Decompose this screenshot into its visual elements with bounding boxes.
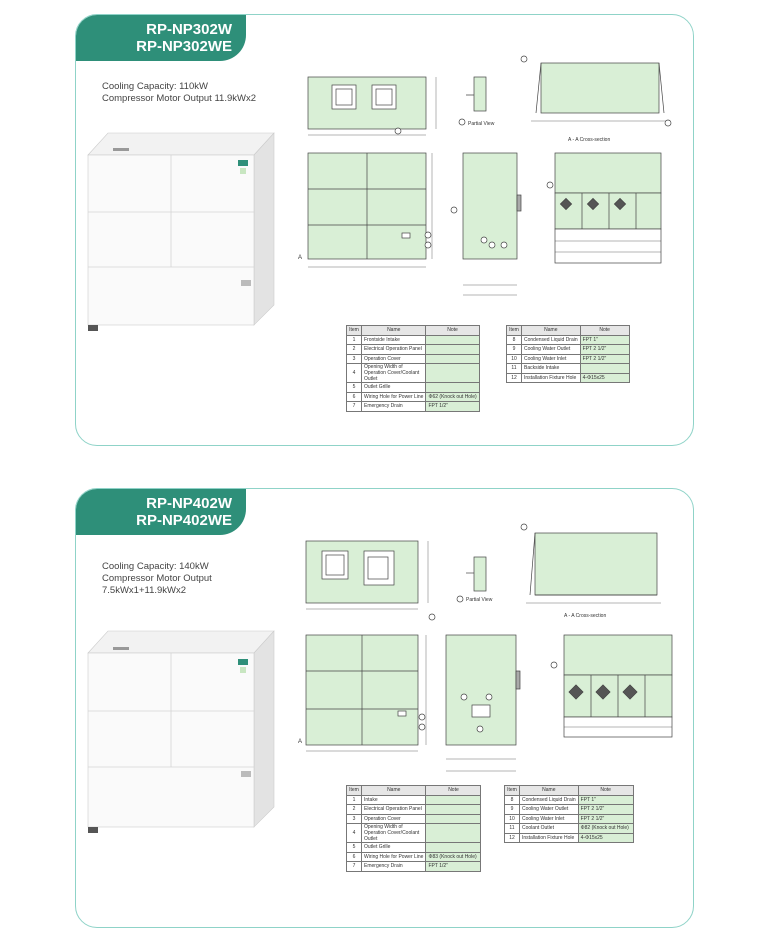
col-header-note: Note xyxy=(425,785,482,796)
top-view-drawing xyxy=(546,152,662,264)
spec-block: Cooling Capacity: 140kW Compressor Motor… xyxy=(102,561,212,597)
col-header-name: Name xyxy=(521,325,581,336)
product-card-1: RP-NP302W RP-NP302WE Cooling Capacity: 1… xyxy=(75,14,694,446)
cross-section-drawing xyxy=(520,523,661,604)
partial-view-label: Partial View xyxy=(466,597,493,603)
model-name-variant: RP-NP402WE xyxy=(136,512,232,529)
col-header-note: Note xyxy=(579,325,630,336)
spec-block: Cooling Capacity: 110kW Compressor Motor… xyxy=(102,81,256,105)
side-view-drawing xyxy=(450,152,522,296)
col-header-name: Name xyxy=(360,325,427,336)
model-name: RP-NP302W xyxy=(146,21,232,38)
section-mark: A xyxy=(298,255,302,261)
unit-photo xyxy=(87,630,275,833)
unit-photo xyxy=(87,132,275,331)
partial-view-drawing xyxy=(458,76,487,126)
cross-section-drawing xyxy=(520,55,672,127)
col-header-item: Item xyxy=(504,785,520,796)
product-illustration-and-drawings: Partial View A - A Cross-section A xyxy=(87,523,673,833)
product-card-2: RP-NP402W RP-NP402WE Cooling Capacity: 1… xyxy=(75,488,694,928)
top-view-drawing xyxy=(550,634,673,738)
col-header-item: Item xyxy=(346,325,362,336)
cross-section-label: A - A Cross-section xyxy=(564,613,606,619)
col-header-note: Note xyxy=(577,785,634,796)
compressor-output: Compressor Motor Output 11.9kWx2 xyxy=(102,93,256,104)
col-header-note: Note xyxy=(425,325,480,336)
col-header-item: Item xyxy=(346,785,362,796)
model-tab: RP-NP402W RP-NP402WE xyxy=(76,489,246,535)
col-header-item: Item xyxy=(506,325,522,336)
col-header-name: Name xyxy=(519,785,579,796)
compressor-output: Compressor Motor Output xyxy=(102,573,212,584)
side-elevation-drawing xyxy=(305,634,427,752)
section-mark: A xyxy=(298,739,302,745)
partial-view-drawing xyxy=(456,556,487,603)
model-name-variant: RP-NP302WE xyxy=(136,38,232,55)
compressor-output-value: 7.5kWx1+11.9kWx2 xyxy=(102,585,187,596)
cross-section-label: A - A Cross-section xyxy=(568,137,610,143)
partial-view-label: Partial View xyxy=(468,121,495,127)
cooling-capacity: Cooling Capacity: 110kW xyxy=(102,81,208,92)
side-view-drawing xyxy=(445,634,521,772)
model-name: RP-NP402W xyxy=(146,495,232,512)
col-header-name: Name xyxy=(360,785,427,796)
front-view-drawing xyxy=(305,540,436,621)
front-view-drawing xyxy=(307,76,437,136)
side-elevation-drawing xyxy=(307,152,433,268)
product-illustration-and-drawings: Partial View A - A Cross-section A xyxy=(87,55,672,331)
cooling-capacity: Cooling Capacity: 140kW xyxy=(102,561,209,572)
model-tab: RP-NP302W RP-NP302WE xyxy=(76,15,246,61)
